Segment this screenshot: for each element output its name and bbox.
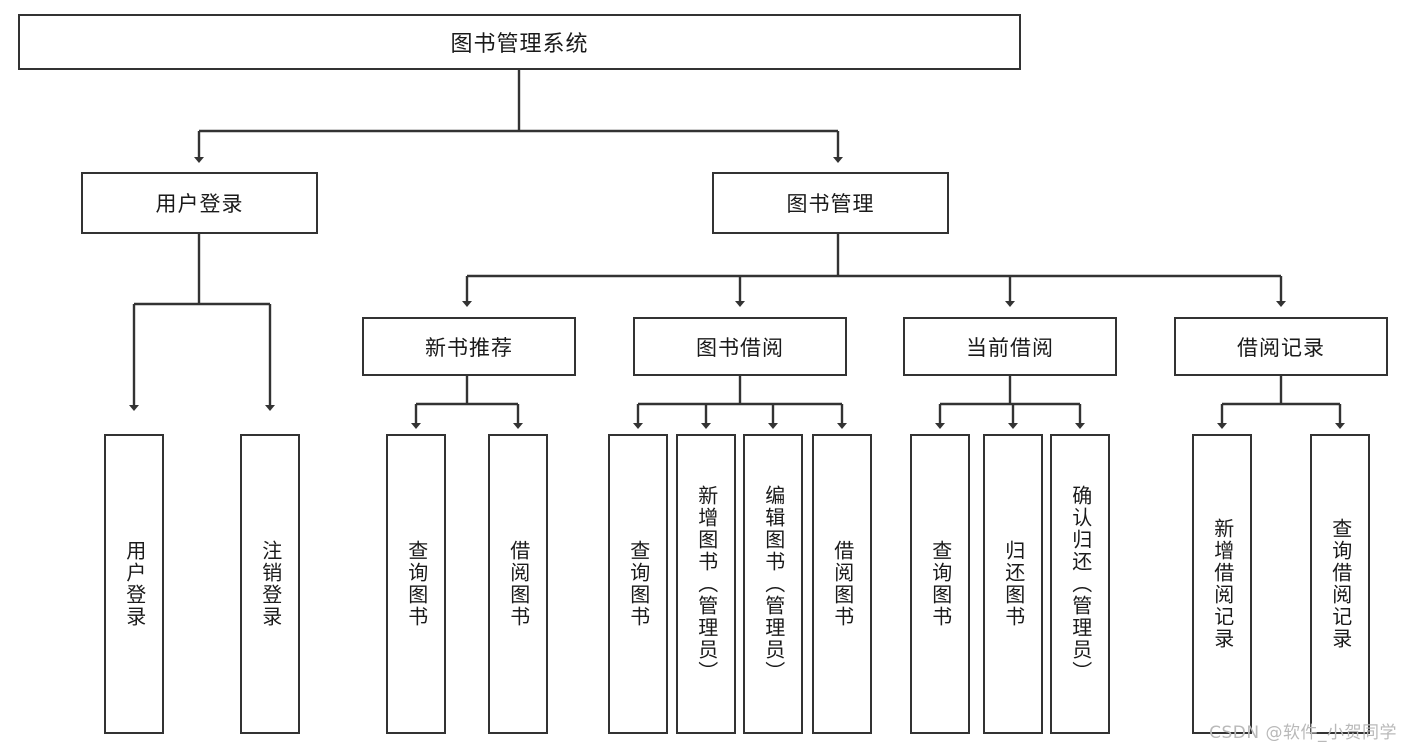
node-borrow-record[interactable]: 借阅记录	[1174, 317, 1388, 376]
leaf-query-book-3[interactable]: 查询图书	[910, 434, 970, 734]
node-root[interactable]: 图书管理系统	[18, 14, 1021, 70]
leaf-query-record[interactable]: 查询借阅记录	[1310, 434, 1370, 734]
node-new-book-recommend-label: 新书推荐	[425, 335, 513, 360]
leaf-query-book-2[interactable]: 查询图书	[608, 434, 668, 734]
node-book-borrow-label: 图书借阅	[696, 335, 784, 360]
leaf-query-record-label: 查询借阅记录	[1328, 518, 1353, 650]
node-new-book-recommend[interactable]: 新书推荐	[362, 317, 576, 376]
leaf-borrow-book-2-label: 借阅图书	[830, 540, 855, 628]
leaf-borrow-book-1[interactable]: 借阅图书	[488, 434, 548, 734]
leaf-return-book[interactable]: 归还图书	[983, 434, 1043, 734]
node-user-login-label: 用户登录	[155, 192, 244, 216]
leaf-add-record-label: 新增借阅记录	[1210, 518, 1235, 650]
leaf-confirm-return[interactable]: 确认归还（管理员）	[1050, 434, 1110, 734]
leaf-query-book-1-label: 查询图书	[404, 540, 429, 628]
node-book-borrow[interactable]: 图书借阅	[633, 317, 847, 376]
node-current-borrow[interactable]: 当前借阅	[903, 317, 1117, 376]
leaf-logout-login-label: 注销登录	[258, 540, 283, 628]
node-book-manage[interactable]: 图书管理	[712, 172, 949, 234]
leaf-confirm-return-label: 确认归还（管理员）	[1068, 485, 1093, 683]
leaf-edit-book[interactable]: 编辑图书（管理员）	[743, 434, 803, 734]
leaf-logout-login[interactable]: 注销登录	[240, 434, 300, 734]
node-book-manage-label: 图书管理	[786, 192, 875, 216]
leaf-user-login[interactable]: 用户登录	[104, 434, 164, 734]
leaf-query-book-3-label: 查询图书	[928, 540, 953, 628]
node-root-label: 图书管理系统	[450, 32, 589, 57]
node-borrow-record-label: 借阅记录	[1237, 335, 1325, 360]
leaf-borrow-book-2[interactable]: 借阅图书	[812, 434, 872, 734]
node-user-login[interactable]: 用户登录	[81, 172, 318, 234]
leaf-query-book-2-label: 查询图书	[626, 540, 651, 628]
leaf-return-book-label: 归还图书	[1001, 540, 1026, 628]
leaf-add-book-label: 新增图书（管理员）	[694, 485, 719, 683]
leaf-user-login-label: 用户登录	[122, 540, 147, 628]
node-current-borrow-label: 当前借阅	[966, 335, 1054, 360]
watermark: CSDN @软件_小贺同学	[1209, 723, 1397, 743]
leaf-add-book[interactable]: 新增图书（管理员）	[676, 434, 736, 734]
leaf-query-book-1[interactable]: 查询图书	[386, 434, 446, 734]
leaf-add-record[interactable]: 新增借阅记录	[1192, 434, 1252, 734]
leaf-edit-book-label: 编辑图书（管理员）	[761, 485, 786, 683]
leaf-borrow-book-1-label: 借阅图书	[506, 540, 531, 628]
